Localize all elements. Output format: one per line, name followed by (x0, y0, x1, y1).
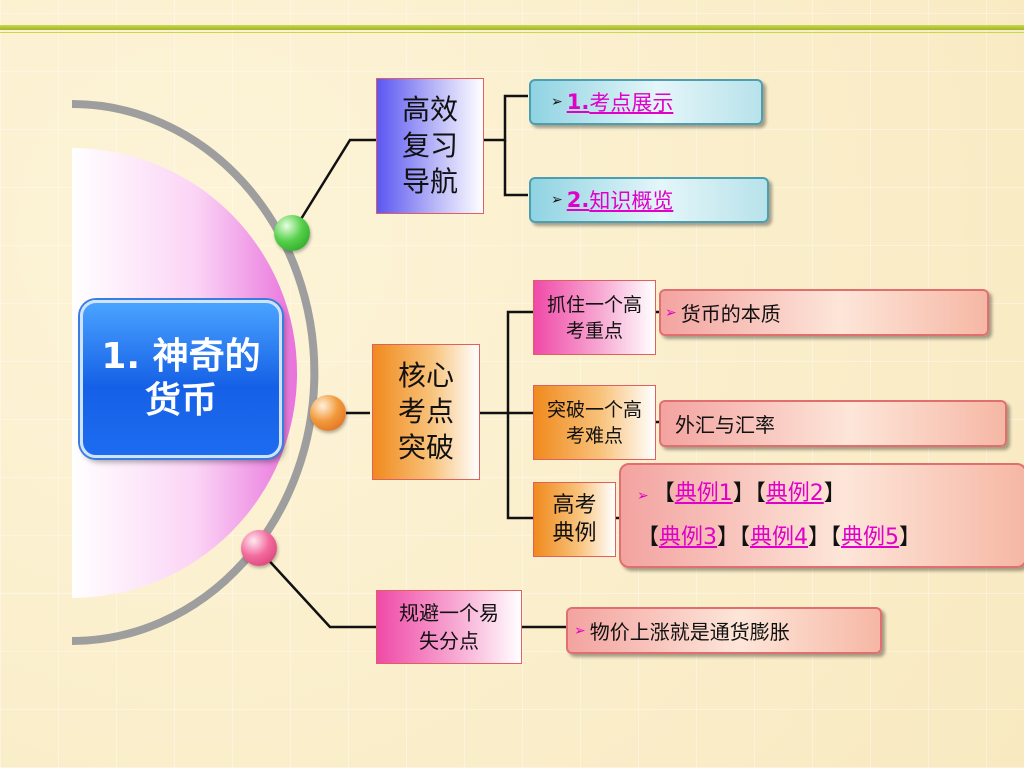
connector-branch-1 (291, 138, 377, 233)
sub-key-point: 抓住一个高考重点 (533, 280, 656, 355)
pink-orb-icon (241, 530, 277, 566)
branch-core-points-label: 核心考点突破 (397, 359, 454, 464)
link-item-exam-points-prefix[interactable]: 1. (566, 90, 590, 114)
link-item-knowledge-overview-text[interactable]: 知识概览 (589, 189, 674, 213)
grey-arc (71, 100, 319, 645)
example-link-5[interactable]: 典例5 (841, 524, 900, 550)
connector-branch-2-down (506, 413, 533, 520)
branch-error-point: 规避一个易失分点 (376, 590, 522, 664)
main-title: 1. 神奇的货币 (80, 300, 282, 458)
link-item-exam-points-text[interactable]: 考点展示 (589, 91, 674, 115)
sub-difficult-point-label: 突破一个高考难点 (546, 398, 642, 447)
sub-typical-examples-label: 高考典例 (552, 492, 597, 546)
arrow-bullet-icon: ➢ (574, 622, 586, 639)
examples-row-2: 【典例3】【典例4】【典例5】 (637, 524, 922, 550)
examples-panel: ➢【典例1】【典例2】 【典例3】【典例4】【典例5】 (619, 463, 1024, 568)
leaf-inflation: ➢ 物价上涨就是通货膨胀 (566, 607, 882, 654)
branch-core-points: 核心考点突破 (372, 344, 480, 480)
connector-branch-2-up (506, 310, 533, 413)
leaf-inflation-text: 物价上涨就是通货膨胀 (589, 620, 790, 644)
orange-orb-icon (310, 395, 346, 431)
arrow-bullet-icon: ➢ (551, 94, 563, 110)
green-orb-icon (274, 215, 310, 251)
example-link-1[interactable]: 典例1 (674, 480, 733, 506)
link-item-knowledge-overview[interactable]: ➢ 2. 知识概览 (529, 177, 769, 223)
example-link-3[interactable]: 典例3 (659, 524, 718, 550)
branch-review-nav-label: 高效复习导航 (401, 93, 458, 198)
top-border-line (0, 25, 1024, 30)
example-link-2[interactable]: 典例2 (765, 480, 824, 506)
connector-branch-3 (261, 552, 376, 629)
branch-review-nav: 高效复习导航 (376, 78, 484, 214)
examples-row-1: ➢【典例1】【典例2】 (637, 480, 846, 506)
sub-key-point-label: 抓住一个高考重点 (546, 293, 642, 342)
link-item-knowledge-overview-prefix[interactable]: 2. (566, 188, 590, 212)
arrow-bullet-icon: ➢ (637, 487, 649, 504)
arrow-bullet-icon: ➢ (551, 192, 563, 208)
leaf-forex-rate: 外汇与汇率 (659, 400, 1007, 447)
leaf-nature-of-money-text: 货币的本质 (680, 302, 781, 326)
top-border-thin-line (0, 32, 1024, 33)
link-item-exam-points[interactable]: ➢ 1. 考点展示 (529, 79, 763, 125)
branch-error-point-label: 规避一个易失分点 (399, 601, 499, 653)
example-link-4[interactable]: 典例4 (750, 524, 809, 550)
main-title-text: 1. 神奇的货币 (101, 336, 261, 421)
sub-typical-examples: 高考典例 (533, 482, 616, 557)
leaf-nature-of-money: ➢ 货币的本质 (659, 289, 989, 336)
connector-branch-1-top (482, 94, 528, 142)
connector-branch-1-bottom (503, 140, 528, 197)
arrow-bullet-icon: ➢ (665, 304, 677, 321)
leaf-forex-rate-text: 外汇与汇率 (675, 413, 775, 437)
sub-difficult-point: 突破一个高考难点 (533, 385, 656, 460)
